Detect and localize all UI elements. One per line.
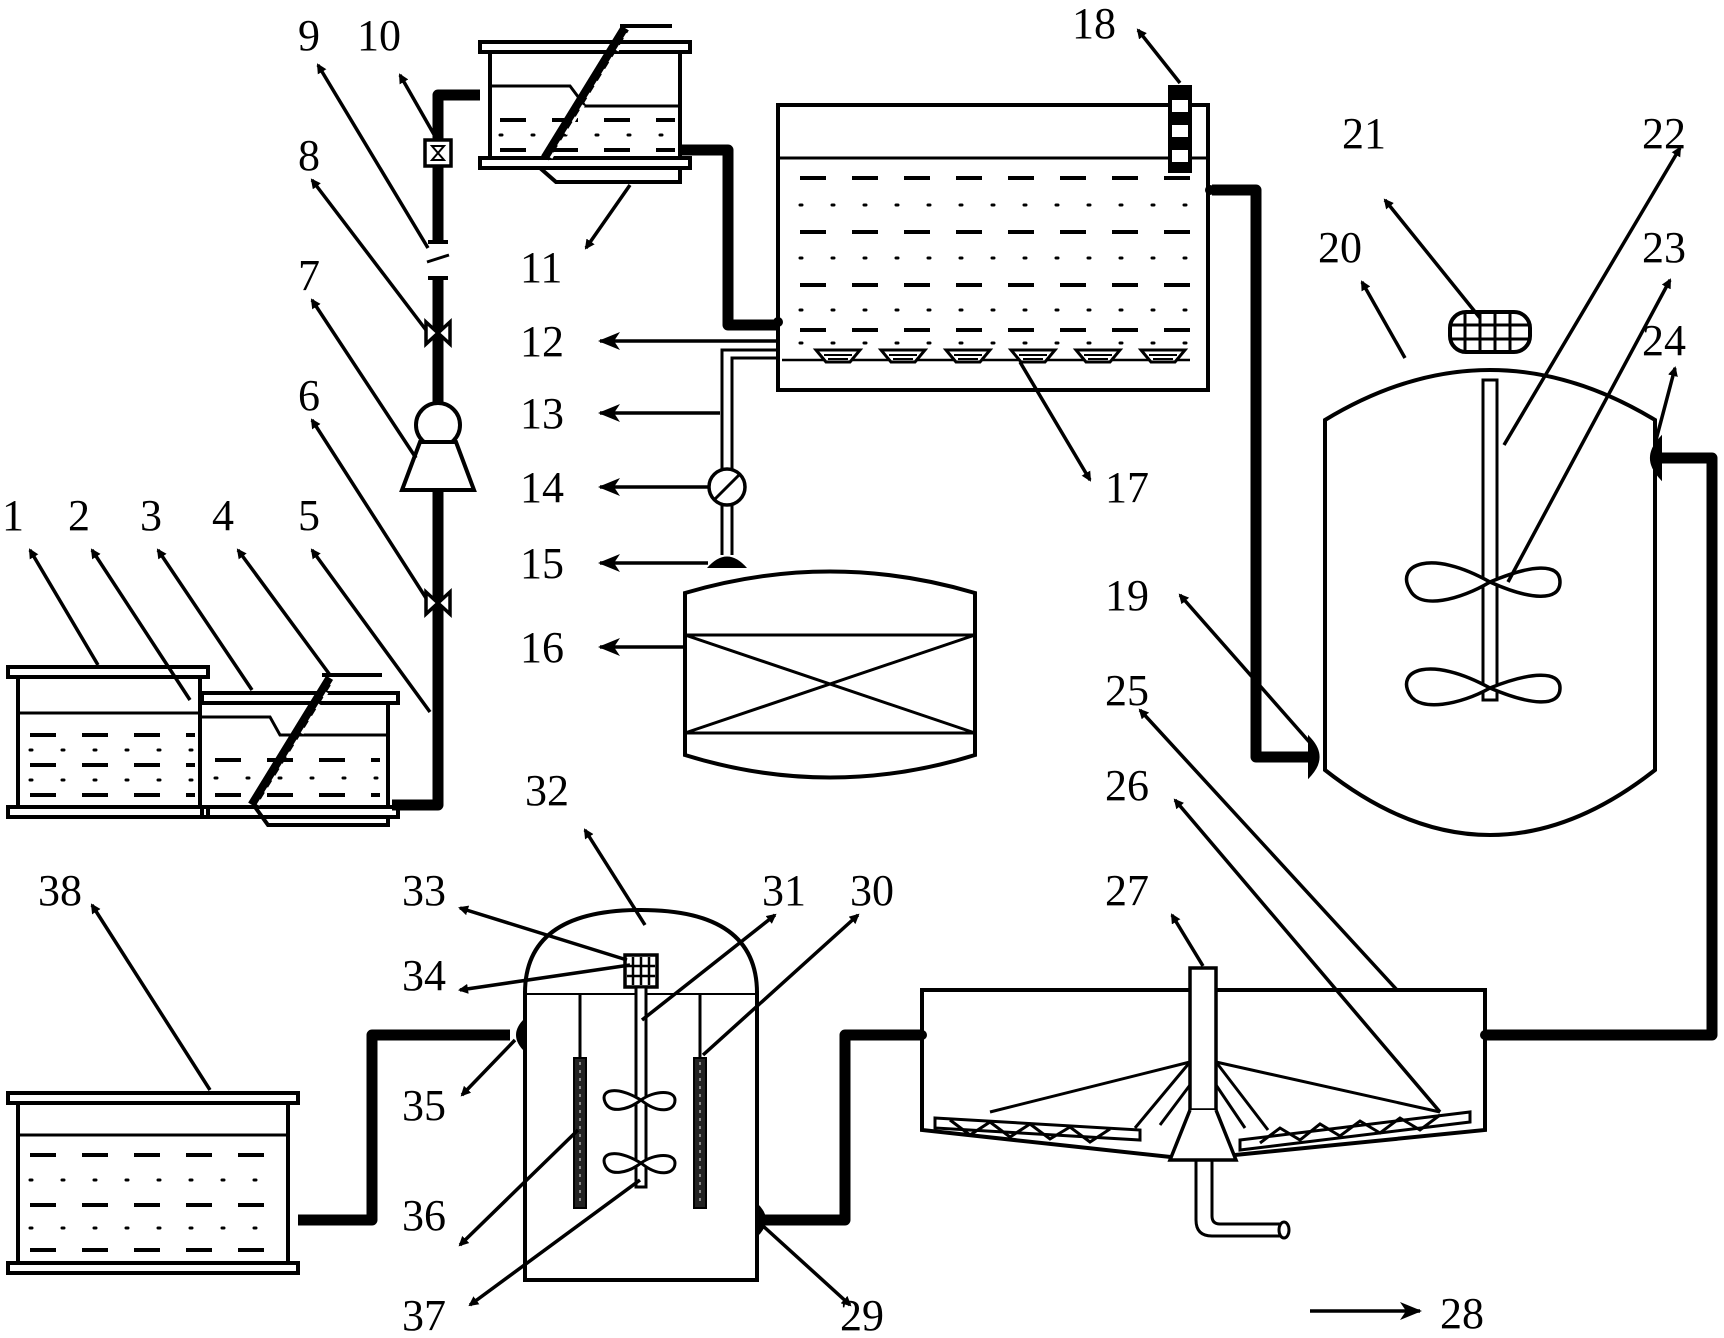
tank-1 (6, 665, 210, 819)
label-4: 4 (212, 491, 234, 540)
air-valve-14 (707, 467, 747, 507)
label-8: 8 (298, 131, 320, 180)
check-valve-9 (426, 240, 450, 280)
label-21: 21 (1342, 109, 1386, 158)
settling-tank-25 (920, 966, 1487, 1240)
label-3: 3 (140, 491, 162, 540)
label-11: 11 (520, 243, 562, 292)
screen-tank-11 (478, 24, 692, 184)
sludge-outlet-28 (1194, 1160, 1291, 1240)
label-9: 9 (298, 11, 320, 60)
label-16: 16 (520, 623, 564, 672)
label-25: 25 (1105, 666, 1149, 715)
callout-labels: 1 2 3 4 5 6 7 8 9 10 11 12 13 14 15 16 1… (2, 0, 1686, 1338)
label-17: 17 (1105, 463, 1149, 512)
label-28: 28 (1440, 1289, 1484, 1338)
flowmeter-10 (423, 138, 453, 168)
label-26: 26 (1105, 761, 1149, 810)
label-12: 12 (520, 317, 564, 366)
aerator-row-17 (812, 348, 1189, 364)
label-38: 38 (38, 866, 82, 915)
air-pipe-13 (720, 348, 778, 555)
label-32: 32 (525, 766, 569, 815)
level-gauge-18 (1168, 85, 1192, 173)
label-15: 15 (520, 539, 564, 588)
pipes (298, 89, 1718, 1226)
label-5: 5 (298, 491, 320, 540)
impeller-23 (1404, 561, 1562, 707)
screen-tank-3 (200, 691, 400, 827)
label-6: 6 (298, 371, 320, 420)
label-35: 35 (402, 1081, 446, 1130)
electrode-30 (693, 1057, 707, 1209)
effluent-tank-38 (6, 1091, 300, 1275)
label-7: 7 (298, 251, 320, 300)
reaction-tank-20 (1323, 310, 1657, 837)
label-20: 20 (1318, 223, 1362, 272)
motor-34 (623, 953, 659, 989)
blower-16 (683, 556, 977, 780)
label-33: 33 (402, 866, 446, 915)
label-14: 14 (520, 463, 564, 512)
label-31: 31 (762, 866, 806, 915)
label-23: 23 (1642, 223, 1686, 272)
label-2: 2 (68, 491, 90, 540)
label-22: 22 (1642, 109, 1686, 158)
reactor-32 (523, 907, 759, 1282)
stirrer-37 (602, 1089, 677, 1175)
inclined-screen-4 (248, 673, 382, 808)
leader-arrows (28, 28, 1682, 1320)
label-18: 18 (1072, 0, 1116, 48)
motor-21 (1448, 310, 1532, 354)
label-13: 13 (520, 389, 564, 438)
valve-6 (424, 588, 452, 618)
label-1: 1 (2, 491, 24, 540)
label-19: 19 (1105, 571, 1149, 620)
label-24: 24 (1642, 316, 1686, 365)
label-29: 29 (840, 1291, 884, 1338)
label-30: 30 (850, 866, 894, 915)
scraper-26 (933, 1060, 1472, 1152)
center-well-27 (1167, 966, 1239, 1162)
label-37: 37 (402, 1291, 446, 1338)
label-36: 36 (402, 1191, 446, 1240)
aeration-tank (776, 103, 1210, 392)
label-27: 27 (1105, 866, 1149, 915)
pump-7 (399, 401, 477, 492)
label-10: 10 (357, 11, 401, 60)
valve-8 (424, 318, 452, 348)
label-34: 34 (402, 951, 446, 1000)
